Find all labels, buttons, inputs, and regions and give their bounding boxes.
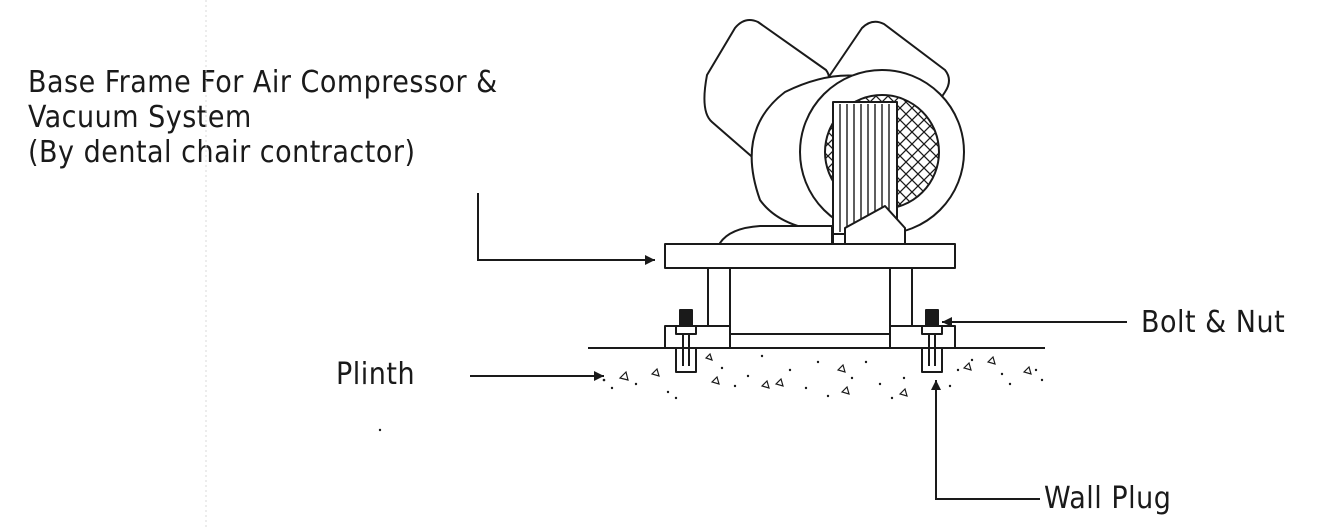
- base-frame-web: [729, 267, 891, 335]
- leader-wall-plug: [931, 380, 1040, 500]
- wall-plug-label: Wall Plug: [1044, 481, 1172, 516]
- title-line-1: Base Frame For Air Compressor &: [28, 65, 498, 100]
- bolt-nut-label: Bolt & Nut: [1141, 305, 1286, 340]
- title-line-3: (By dental chair contractor): [28, 135, 416, 170]
- title-line-2: Vacuum System: [28, 100, 252, 135]
- concrete-aggregate: [618, 352, 1032, 397]
- base-frame-callout-text: Base Frame For Air Compressor & Vacuum S…: [28, 66, 498, 171]
- base-frame-plate: [664, 243, 956, 269]
- plinth-label: Plinth: [336, 357, 416, 392]
- leader-base-frame: [477, 193, 655, 265]
- anchor-bolt-left: [675, 309, 697, 373]
- cooling-fin-lines: [839, 104, 890, 232]
- concrete-dots: [378, 354, 1044, 432]
- motor-foot: [719, 225, 833, 245]
- anchor-bolt-right: [921, 309, 943, 373]
- foot-plate-left: [664, 325, 731, 349]
